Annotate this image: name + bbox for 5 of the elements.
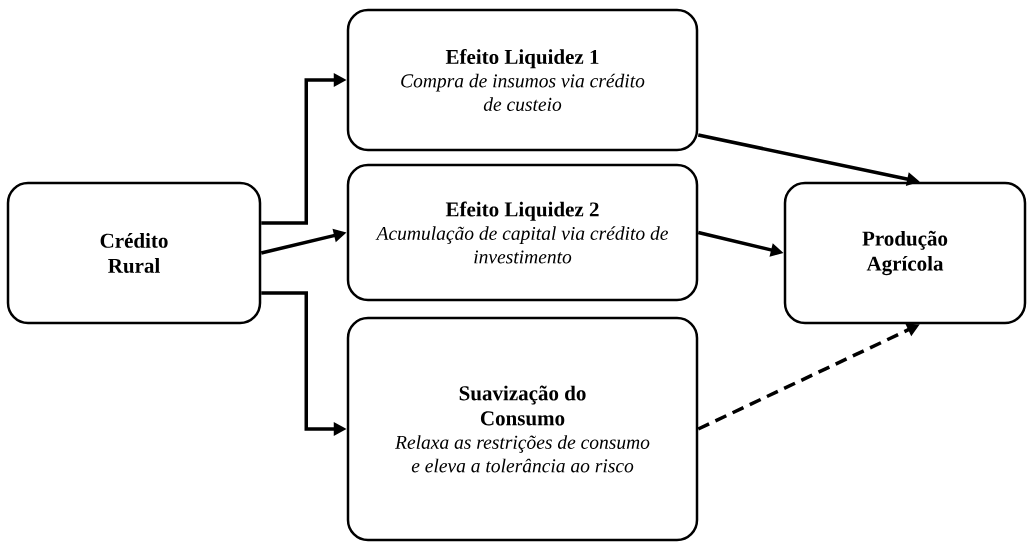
process-box: Efeito Liquidez 1 Compra de insumos via crédito de custeio: [346, 8, 699, 152]
process-box: Suavização do Consumo Relaxa as restrições de consumo e eleva a tolerância ao risco: [346, 316, 699, 542]
process-box: Crédito Rural: [6, 181, 262, 325]
process-box: Produção Agrícola: [783, 181, 1027, 325]
process-box: Efeito Liquidez 2 Acumulação de capital via crédito de investimento: [346, 163, 699, 302]
